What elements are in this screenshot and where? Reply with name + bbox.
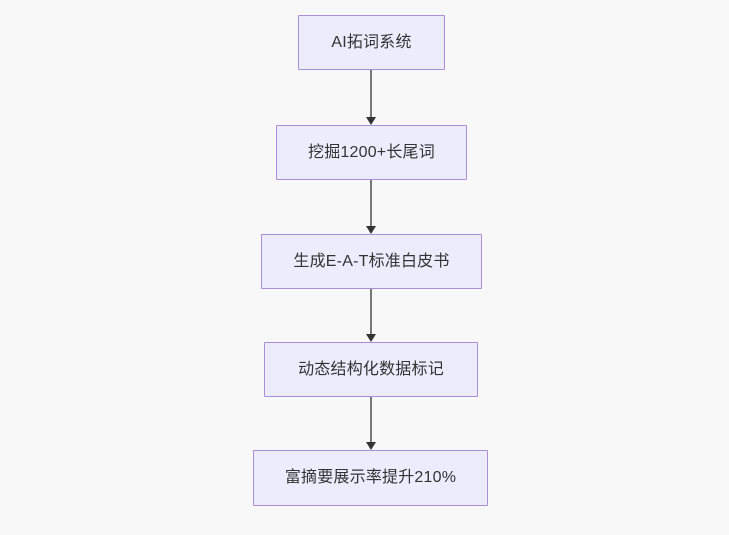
flow-node-dynamic-structured-data-markup[interactable]: 动态结构化数据标记 <box>264 342 478 397</box>
flow-node-label: AI拓词系统 <box>331 33 412 51</box>
edge-arrowhead <box>366 117 376 125</box>
edge-node2-to-node3 <box>361 180 381 234</box>
edge-node1-to-node2 <box>361 70 381 125</box>
flow-node-label: 挖掘1200+长尾词 <box>308 143 435 161</box>
edge-arrowhead <box>366 442 376 450</box>
flow-node-generate-eat-whitepaper[interactable]: 生成E-A-T标准白皮书 <box>261 234 482 289</box>
flow-node-ai-keyword-system[interactable]: AI拓词系统 <box>298 15 445 70</box>
flow-node-label: 动态结构化数据标记 <box>298 360 444 378</box>
flow-node-label: 生成E-A-T标准白皮书 <box>293 252 450 270</box>
edge-arrowhead <box>366 226 376 234</box>
flow-node-label: 富摘要展示率提升210% <box>284 469 457 486</box>
edge-arrowhead <box>366 334 376 342</box>
flow-node-mine-longtail-keywords[interactable]: 挖掘1200+长尾词 <box>276 125 467 180</box>
edge-node3-to-node4 <box>361 289 381 342</box>
edge-node4-to-node5 <box>361 397 381 450</box>
flow-node-rich-snippet-impression-uplift[interactable]: 富摘要展示率提升210% <box>253 450 488 506</box>
